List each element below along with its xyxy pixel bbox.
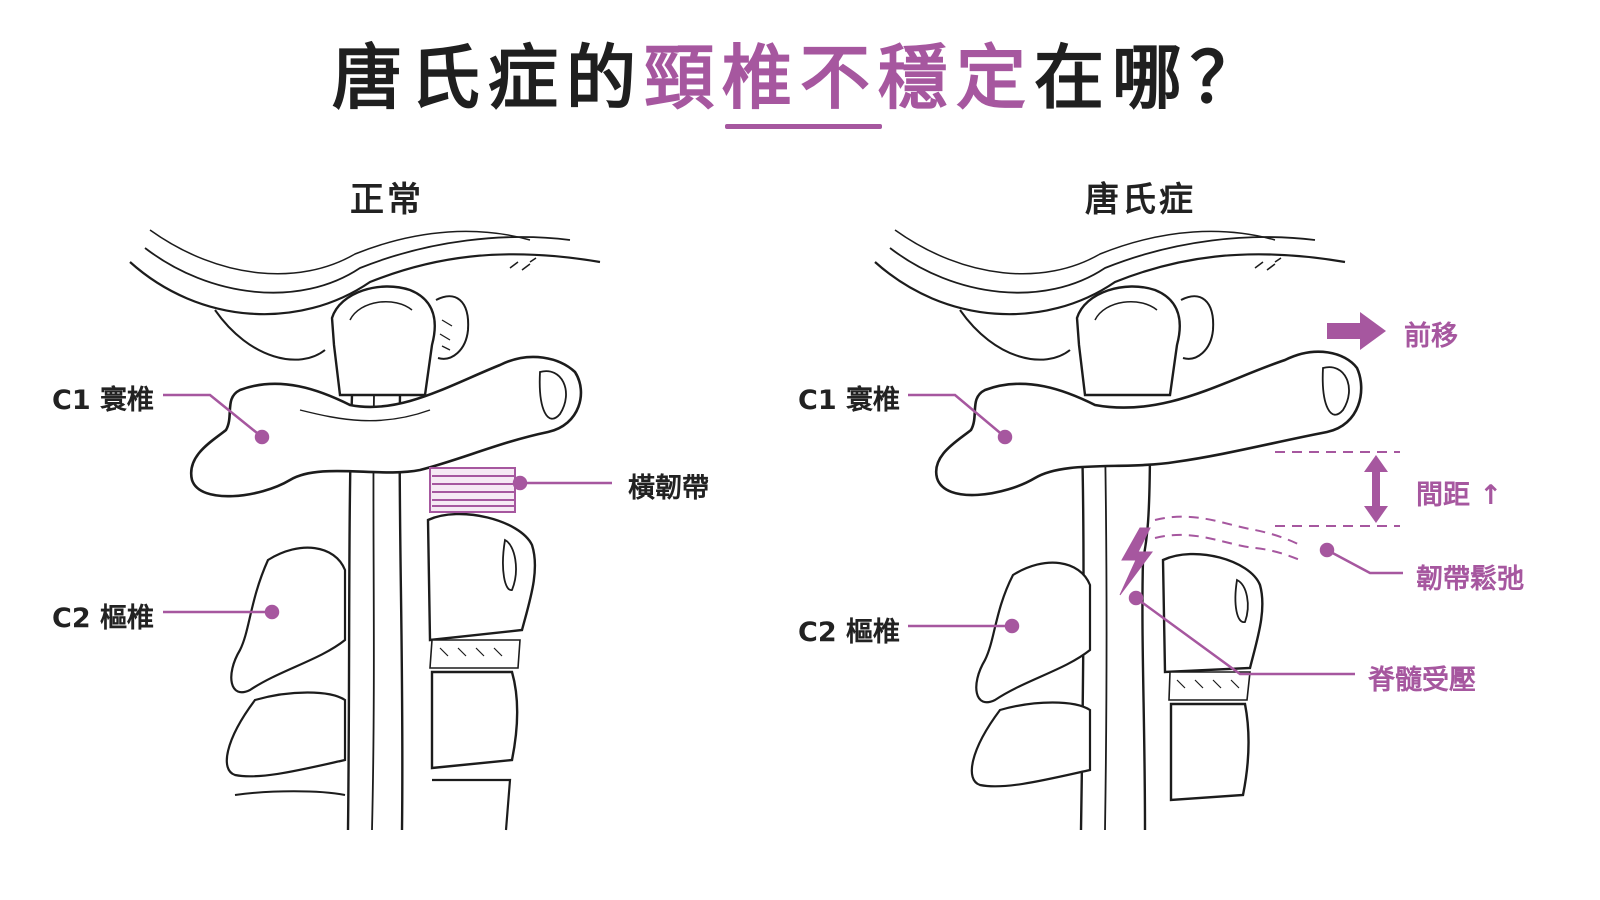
title-highlight: 頸椎不穩定 — [644, 37, 1034, 119]
page-title: 唐氏症的頸椎不穩定在哪？ — [0, 22, 1600, 123]
label-c1-normal: C1 寰椎 — [52, 385, 155, 416]
dot-c1-down — [997, 429, 1013, 445]
dot-c2-normal — [264, 604, 280, 620]
label-c2-normal: C2 樞椎 — [52, 603, 155, 634]
panel-title-down: 唐氏症 — [1085, 180, 1196, 220]
leader-c1-down — [908, 393, 1006, 438]
dot-c1-normal — [254, 429, 270, 445]
label-gap: 間距 ↑ — [1416, 480, 1503, 511]
lightning-bolt-icon — [1119, 527, 1153, 596]
title-part1: 唐氏症的 — [332, 37, 644, 119]
title-underline — [725, 124, 882, 129]
panel-title-normal: 正常 — [350, 180, 424, 220]
arrow-right-icon — [1327, 312, 1386, 350]
down-spine-drawing — [874, 229, 1403, 831]
double-arrow-vertical-icon — [1364, 455, 1388, 523]
dot-ligament — [512, 475, 528, 491]
label-c2-down: C2 樞椎 — [798, 617, 901, 648]
leader-cord — [1135, 596, 1355, 676]
leader-lax — [1326, 548, 1403, 575]
label-c1-down: C1 寰椎 — [798, 385, 901, 416]
dot-c2-down — [1004, 618, 1020, 634]
title-part2: 在哪？ — [1034, 37, 1268, 119]
label-cord: 脊髓受壓 — [1368, 665, 1476, 696]
transverse-ligament — [429, 467, 516, 513]
label-lax: 韌帶鬆弛 — [1416, 564, 1524, 595]
dot-cord — [1128, 590, 1144, 606]
leader-c1-normal — [163, 393, 263, 438]
dot-lax — [1319, 542, 1335, 558]
label-shift: 前移 — [1404, 321, 1458, 352]
label-ligament: 橫韌帶 — [628, 473, 709, 504]
normal-spine-drawing — [128, 228, 612, 832]
